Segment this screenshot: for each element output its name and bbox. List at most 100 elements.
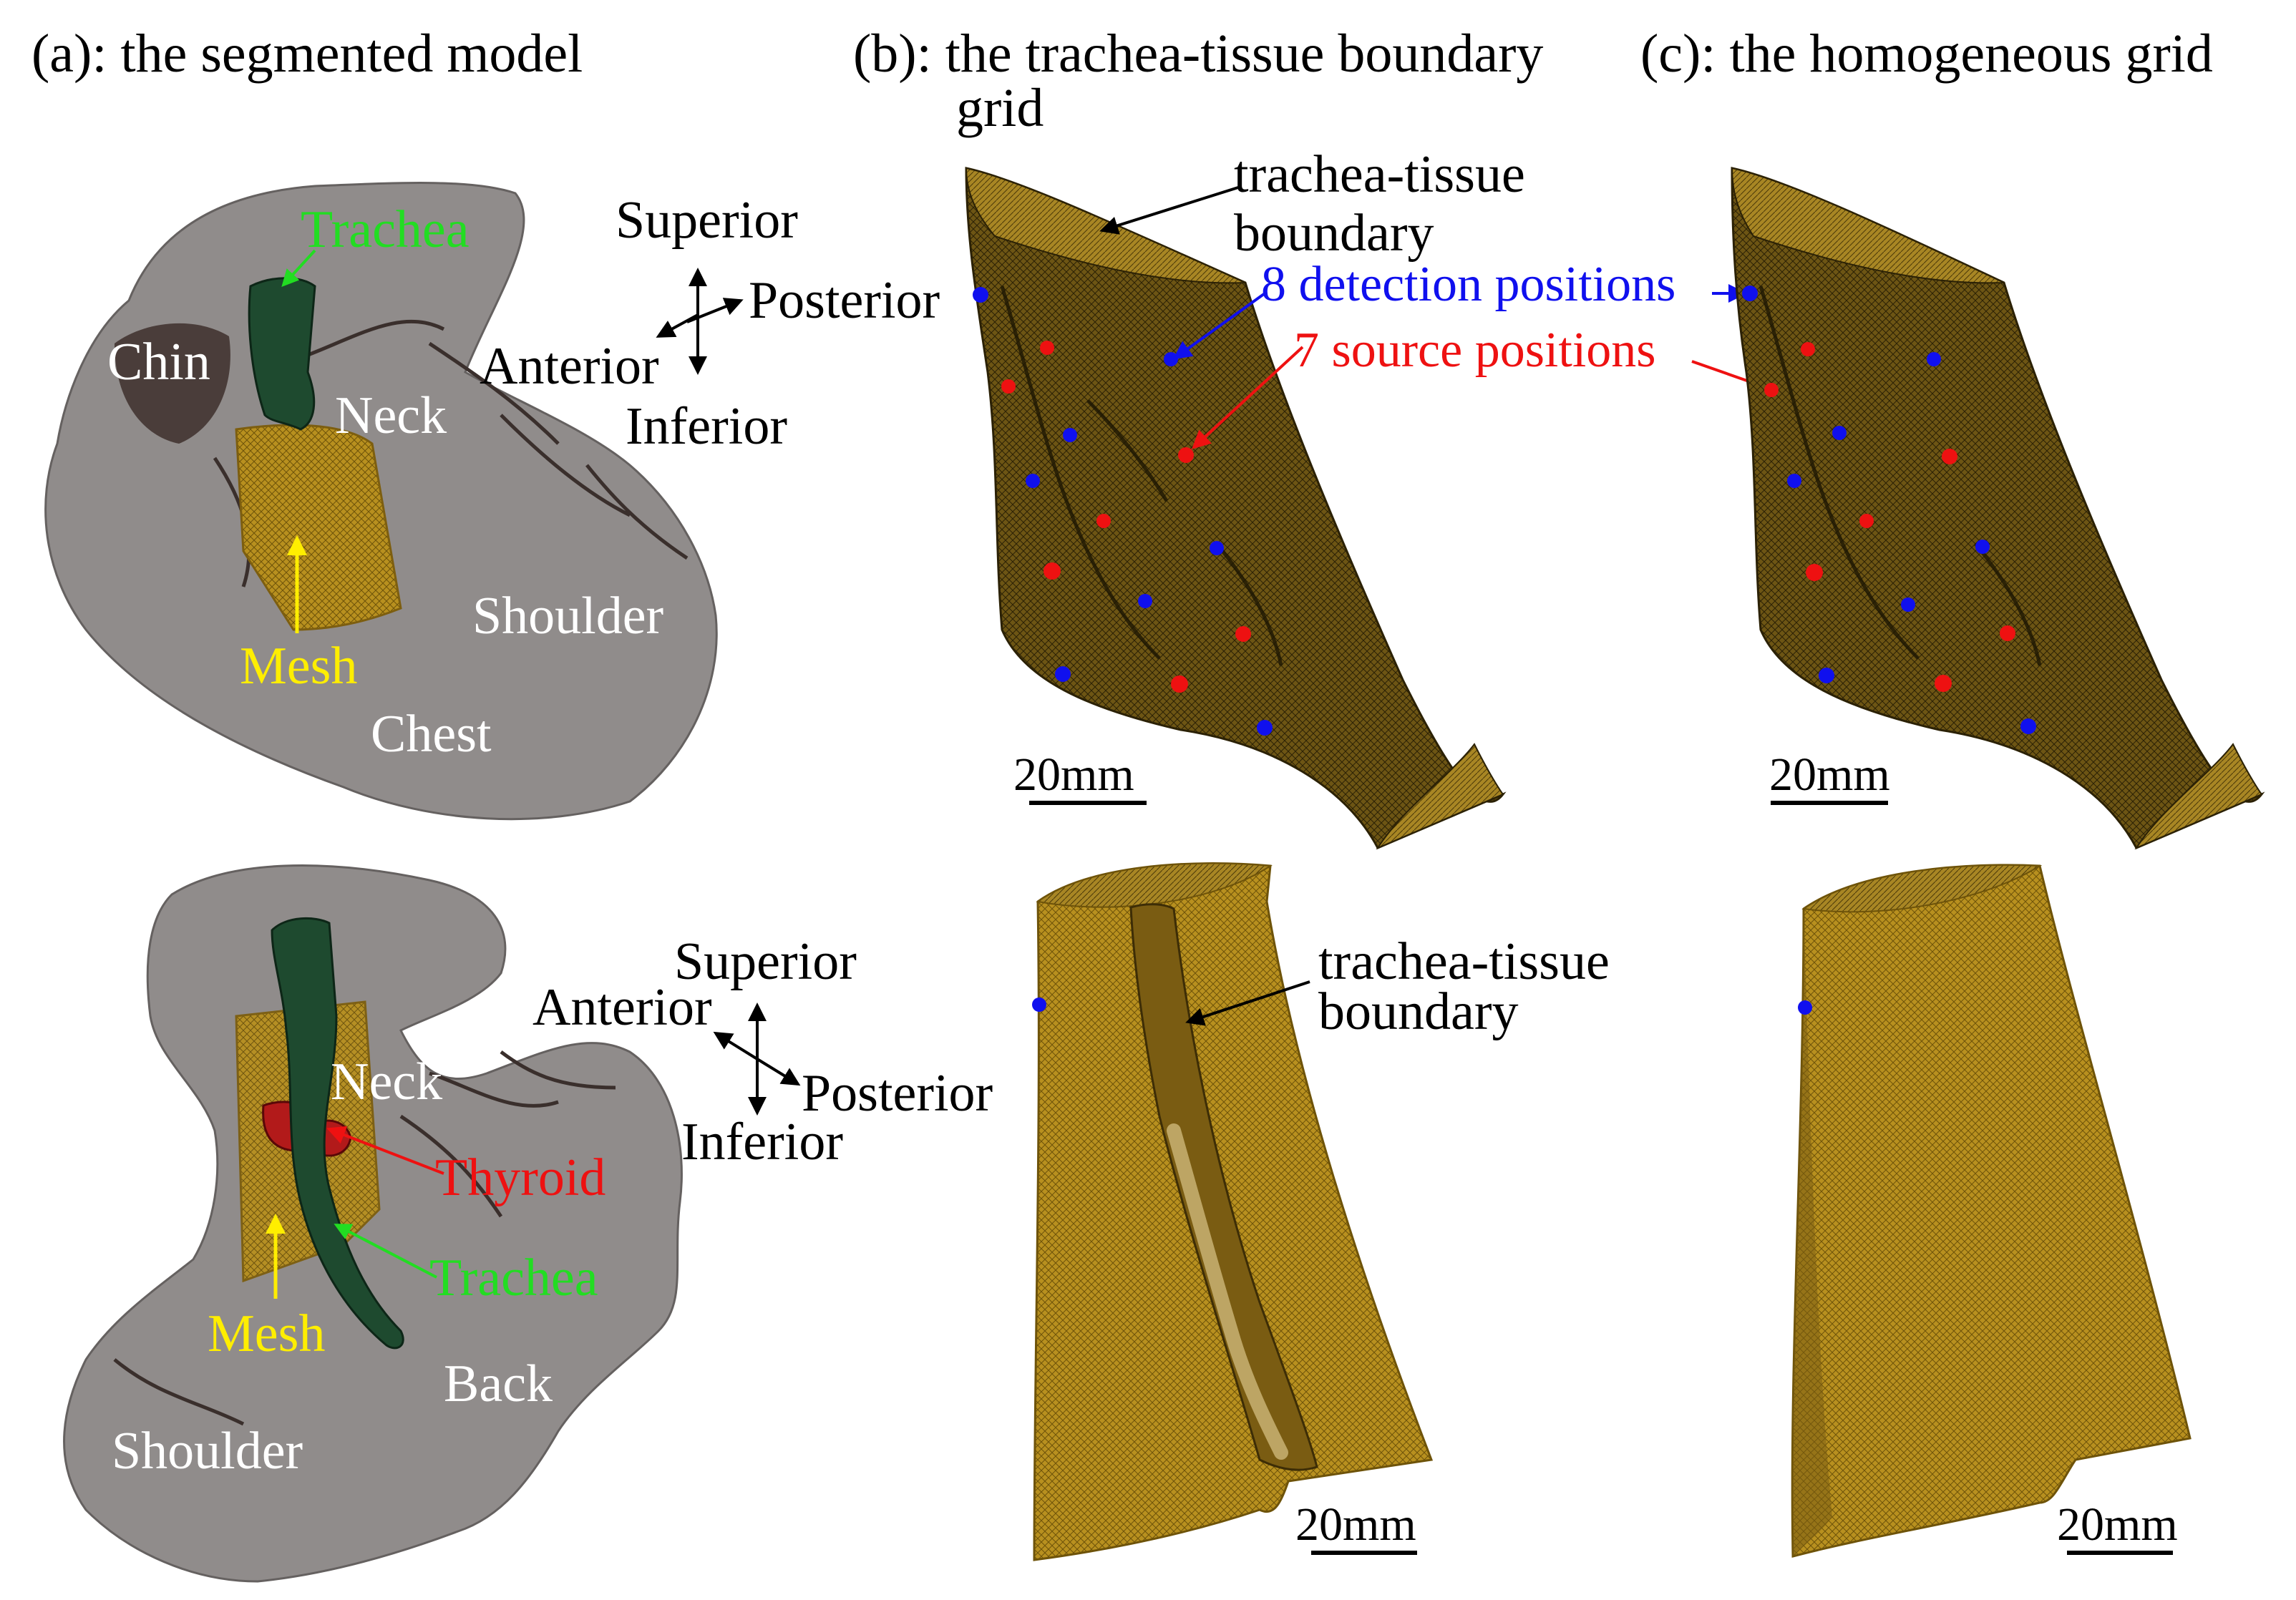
source-arrow-b [1192, 346, 1304, 449]
boundary-label-line1-top: trachea-tissue [1234, 145, 1525, 204]
boundary-label-line1-bottom: trachea-tissue [1318, 932, 1610, 991]
mesh-solid-c-bottom [1791, 864, 2192, 1558]
source-point-b [1096, 514, 1111, 528]
tissue-cracks-top [213, 319, 689, 587]
detection-point-b [1063, 428, 1077, 442]
source-point-c [1942, 449, 1957, 464]
boundary-arrow-b-top [1099, 186, 1239, 235]
trachea-groove-highlight [1167, 1123, 1288, 1460]
trachea-label-top: Trachea [301, 200, 470, 259]
boundary-label-line2-bottom: boundary [1318, 982, 1519, 1041]
panel-c-title: (c): the homogeneous grid [1640, 24, 2213, 84]
scale-label-b-top: 20mm [1013, 748, 1134, 801]
posterior-label-bottom: Posterior [802, 1064, 993, 1123]
detection-point-c [1742, 286, 1758, 301]
mesh-fold-lines-c [1759, 286, 2042, 666]
mesh-front-shadow-c [1792, 909, 1832, 1556]
mesh-top-face-c [1731, 167, 2005, 284]
neck-label-bottom: Neck [331, 1053, 442, 1111]
segmented-model-bottom: Neck Thyroid Trachea Mesh Back Shoulder [63, 864, 683, 1583]
mesh-bottom-face-b [1376, 743, 1504, 850]
detection-point-c [1787, 474, 1801, 488]
trachea-groove [1129, 903, 1318, 1471]
trachea-body-bottom [271, 917, 404, 1350]
axis-posterior-top [686, 298, 744, 323]
panel-b-title-line1: (b): the trachea-tissue boundary [853, 24, 1543, 84]
thyroid-arrow [326, 1126, 444, 1175]
source-point-b [1235, 626, 1251, 642]
detection-point-b [1257, 720, 1273, 736]
source-point-b [1040, 341, 1054, 355]
superior-label-top: Superior [616, 191, 798, 250]
scale-label-c-top: 20mm [1769, 748, 1890, 801]
mesh-label-bottom: Mesh [208, 1304, 325, 1363]
anterior-label-bottom: Anterior [532, 978, 712, 1037]
boundary-grid-bottom: trachea-tissue boundary 20mm [1032, 862, 1610, 1561]
trachea-body-top [248, 277, 316, 431]
mesh-label-top: Mesh [240, 637, 357, 696]
boundary-grid-top: trachea-tissue boundary 8 detection posi… [965, 145, 1776, 850]
detection-point-c [1927, 352, 1941, 366]
mesh-top-face-b-bottom [1036, 862, 1273, 908]
axis-anterior-top [656, 313, 699, 338]
chin-label-top: Chin [107, 333, 210, 391]
detection-point-c [1832, 426, 1847, 440]
mesh-block-top [235, 424, 402, 631]
mesh-bottom-face-c [2134, 743, 2263, 850]
inferior-label-top: Inferior [626, 397, 787, 456]
shoulder-label-top: Shoulder [472, 587, 663, 645]
source-point-c [1806, 564, 1823, 581]
trachea-arrow-bottom [334, 1224, 437, 1279]
detection-point-b [1055, 666, 1071, 682]
orientation-top: Superior Posterior Anterior Inferior [480, 191, 940, 456]
detection-point-b [1164, 352, 1178, 366]
trachea-label-bottom: Trachea [429, 1249, 598, 1307]
axis-posterior-bottom [756, 1058, 801, 1086]
mesh-solid-c-top [1731, 167, 2265, 849]
source-point-c [1764, 383, 1779, 397]
source-label: 7 source positions [1294, 323, 1656, 378]
back-label-bottom: Back [444, 1355, 553, 1413]
panel-b-title-line2: grid [956, 78, 1044, 138]
inferior-label-bottom: Inferior [681, 1113, 843, 1171]
boundary-arrow-b-bottom [1185, 980, 1310, 1026]
detection-point-b-bottom [1032, 997, 1046, 1012]
detection-point-b [1138, 594, 1152, 608]
detection-label: 8 detection positions [1261, 257, 1675, 312]
anterior-label-top: Anterior [480, 337, 659, 396]
panel-a-title: (a): the segmented model [31, 24, 583, 84]
axis-anterior-bottom [713, 1031, 759, 1060]
source-point-b [1171, 675, 1188, 693]
body-tissue-bottom [63, 864, 683, 1583]
source-point-b [1178, 447, 1194, 463]
orientation-bottom: Superior Anterior Posterior Inferior [532, 932, 993, 1171]
homogeneous-grid-bottom: 20mm [1791, 864, 2192, 1558]
scale-label-b-bottom: 20mm [1295, 1498, 1416, 1551]
source-point-b [1044, 562, 1061, 580]
detection-point-c [1901, 597, 1915, 612]
chin-shadow-top [115, 323, 230, 444]
detection-point-c [1819, 668, 1834, 683]
source-point-b [1001, 379, 1016, 394]
detection-point-b [1026, 474, 1040, 488]
chest-label-top: Chest [371, 705, 492, 764]
tissue-cracks-bottom [113, 1050, 616, 1426]
source-point-c [1935, 675, 1952, 692]
homogeneous-grid-top: 20mm [1731, 167, 2265, 850]
posterior-label-top: Posterior [749, 271, 940, 330]
detection-point-c [1975, 540, 1990, 554]
detection-point-c-bottom [1798, 1000, 1812, 1015]
source-point-c [1859, 514, 1874, 528]
segmented-model-top: Trachea Chin Neck Mesh Shoulder Chest [44, 182, 718, 821]
detection-arrow-b [1172, 291, 1268, 360]
thyroid-label: Thyroid [435, 1148, 605, 1207]
detection-point-b [1210, 541, 1224, 555]
source-point-c [1801, 342, 1815, 356]
trachea-arrow-top [281, 249, 316, 287]
detection-point-c [2020, 718, 2036, 734]
mesh-fold-lines-b [1000, 286, 1283, 666]
source-point-c [2000, 625, 2015, 641]
superior-label-bottom: Superior [674, 932, 857, 991]
detection-point-b [973, 287, 988, 303]
